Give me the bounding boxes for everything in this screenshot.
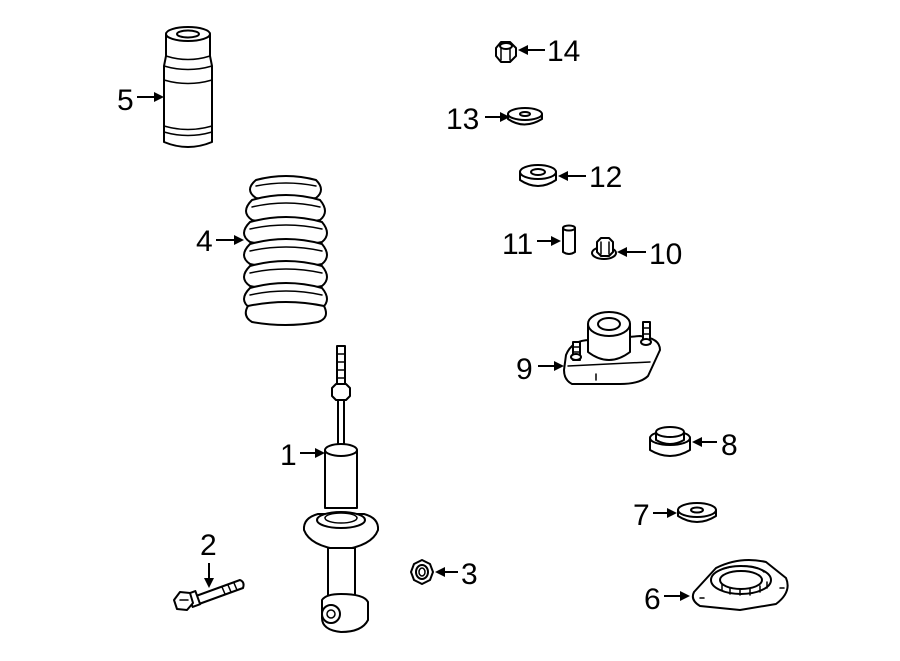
callout-8: 8 — [692, 429, 738, 462]
callout-2: 2 — [200, 529, 217, 588]
callout-11: 11 — [502, 228, 561, 261]
part-7-washer — [677, 502, 717, 523]
svg-text:2: 2 — [200, 529, 217, 562]
svg-text:14: 14 — [547, 35, 580, 68]
part-10-flange-nut — [591, 237, 617, 260]
part-5-bump-stop — [163, 26, 213, 148]
part-6-spring-seat — [691, 559, 789, 611]
svg-text:8: 8 — [721, 429, 738, 462]
callout-9: 9 — [516, 353, 564, 386]
part-3-flange-nut — [410, 559, 434, 585]
svg-text:7: 7 — [633, 499, 650, 532]
svg-text:5: 5 — [117, 84, 134, 117]
svg-text:10: 10 — [649, 238, 682, 271]
part-2-bolt — [173, 579, 245, 611]
callout-7: 7 — [633, 499, 677, 532]
callout-3: 3 — [435, 558, 478, 591]
part-4-coil-spring — [243, 175, 328, 326]
callout-14: 14 — [518, 35, 580, 68]
svg-text:6: 6 — [644, 583, 661, 616]
svg-text:12: 12 — [589, 161, 622, 194]
callout-4: 4 — [196, 225, 244, 258]
svg-text:9: 9 — [516, 353, 533, 386]
part-9-strut-mount — [563, 311, 661, 385]
part-12-bushing — [519, 164, 557, 187]
svg-text:1: 1 — [280, 439, 297, 472]
part-11-sleeve — [562, 224, 576, 255]
svg-text:3: 3 — [461, 558, 478, 591]
svg-text:11: 11 — [502, 228, 533, 261]
svg-text:13: 13 — [446, 103, 479, 136]
callout-10: 10 — [617, 238, 682, 271]
part-13-washer — [507, 107, 543, 126]
part-8-insulator — [649, 426, 691, 457]
callout-1: 1 — [280, 439, 325, 472]
part-14-nut — [495, 41, 517, 63]
part-1-shock-absorber — [302, 345, 380, 633]
callout-13: 13 — [446, 103, 510, 136]
callout-12: 12 — [558, 161, 622, 194]
callout-6: 6 — [644, 583, 690, 616]
callout-5: 5 — [117, 84, 164, 117]
svg-text:4: 4 — [196, 225, 213, 258]
